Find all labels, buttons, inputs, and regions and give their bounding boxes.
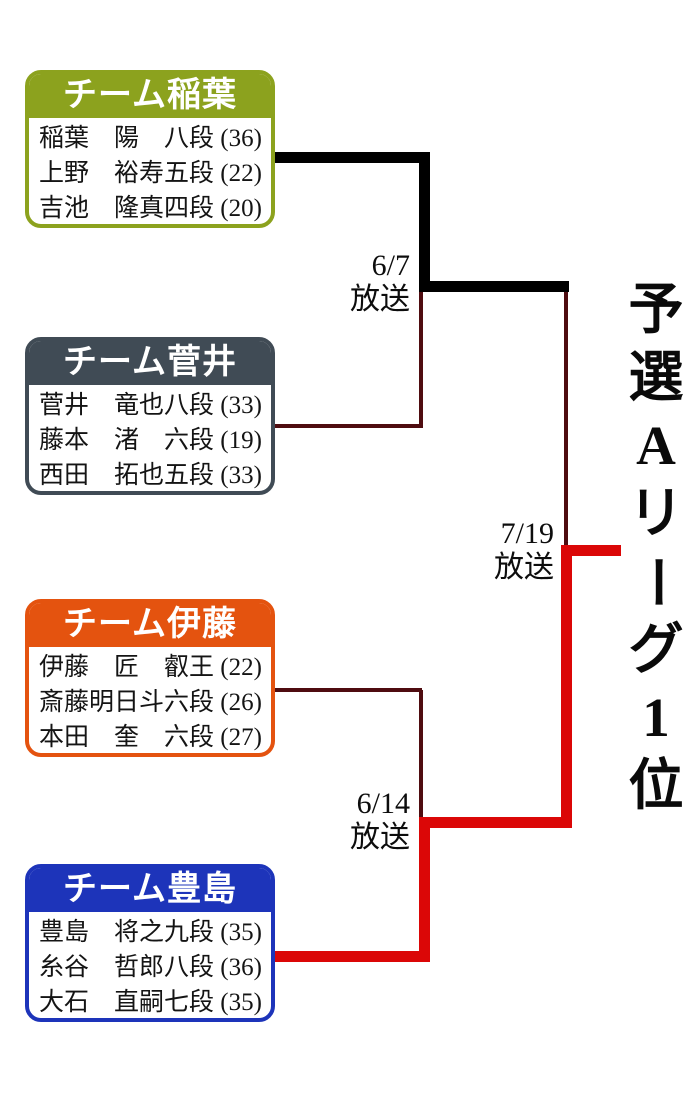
team-roster-sugai: 菅井 竜也八段 (33) 藤本 渚 六段 (19) 西田 拓也五段 (33) bbox=[29, 385, 271, 491]
match-note: 放送 bbox=[350, 821, 410, 854]
player-row: 西田 拓也五段 (33) bbox=[39, 462, 262, 489]
champion-title-char: A bbox=[636, 415, 676, 476]
team-name-ito: チーム伊藤 bbox=[29, 603, 271, 647]
bracket-line-final-feed-top bbox=[564, 286, 568, 552]
champion-title-char: 位 bbox=[628, 755, 684, 816]
team-box-inaba: チーム稲葉 稲葉 陽 八段 (36) 上野 裕寿五段 (22) 吉池 隆真四段 … bbox=[25, 70, 275, 228]
champion-title-char: 選 bbox=[628, 347, 684, 408]
player-row: 本田 奎 六段 (27) bbox=[39, 724, 262, 751]
champion-title-char: ー bbox=[626, 554, 687, 610]
winner-line-toyoshima-out bbox=[275, 951, 430, 962]
match-date: 6/7 bbox=[371, 249, 410, 282]
match-date: 6/14 bbox=[356, 787, 410, 820]
player-row: 大石 直嗣七段 (35) bbox=[39, 989, 262, 1016]
champion-title-char: 予 bbox=[628, 279, 684, 340]
winner-line-match1-advance bbox=[419, 281, 569, 292]
player-row: 菅井 竜也八段 (33) bbox=[39, 392, 262, 419]
team-name-sugai: チーム菅井 bbox=[29, 341, 271, 385]
match-label-semifinal-bottom: 6/14 放送 bbox=[350, 787, 410, 855]
team-roster-ito: 伊藤 匠 叡王 (22) 斎藤明日斗六段 (26) 本田 奎 六段 (27) bbox=[29, 647, 271, 753]
champion-title-char: グ bbox=[628, 619, 684, 680]
team-box-ito: チーム伊藤 伊藤 匠 叡王 (22) 斎藤明日斗六段 (26) 本田 奎 六段 … bbox=[25, 599, 275, 757]
winner-line-inaba-out bbox=[275, 152, 430, 163]
winner-line-final-up bbox=[561, 545, 572, 828]
bracket-line-sugai-out bbox=[275, 424, 422, 428]
match-note: 放送 bbox=[350, 283, 410, 316]
player-row: 上野 裕寿五段 (22) bbox=[39, 160, 262, 187]
team-roster-inaba: 稲葉 陽 八段 (36) 上野 裕寿五段 (22) 吉池 隆真四段 (20) bbox=[29, 118, 271, 224]
player-row: 豊島 将之九段 (35) bbox=[39, 919, 262, 946]
winner-line-match2-advance bbox=[419, 817, 572, 828]
champion-title-char: 1 bbox=[642, 687, 670, 748]
player-row: 藤本 渚 六段 (19) bbox=[39, 427, 262, 454]
team-roster-toyoshima: 豊島 将之九段 (35) 糸谷 哲郎八段 (36) 大石 直嗣七段 (35) bbox=[29, 912, 271, 1018]
team-box-sugai: チーム菅井 菅井 竜也八段 (33) 藤本 渚 六段 (19) 西田 拓也五段 … bbox=[25, 337, 275, 495]
player-row: 斎藤明日斗六段 (26) bbox=[39, 689, 262, 716]
team-box-toyoshima: チーム豊島 豊島 将之九段 (35) 糸谷 哲郎八段 (36) 大石 直嗣七段 … bbox=[25, 864, 275, 1022]
team-name-toyoshima: チーム豊島 bbox=[29, 868, 271, 912]
player-row: 吉池 隆真四段 (20) bbox=[39, 195, 262, 222]
bracket-line-sugai-up bbox=[419, 286, 423, 428]
match-label-final: 7/19 放送 bbox=[494, 517, 554, 585]
bracket-line-ito-down bbox=[419, 690, 423, 824]
team-name-inaba: チーム稲葉 bbox=[29, 74, 271, 118]
winner-line-inaba-down bbox=[419, 152, 430, 292]
winner-line-toyoshima-up bbox=[419, 817, 430, 962]
player-row: 糸谷 哲郎八段 (36) bbox=[39, 954, 262, 981]
match-note: 放送 bbox=[494, 551, 554, 584]
player-row: 伊藤 匠 叡王 (22) bbox=[39, 654, 262, 681]
champion-title-char: リ bbox=[628, 483, 684, 544]
player-row: 稲葉 陽 八段 (36) bbox=[39, 125, 262, 152]
match-date: 7/19 bbox=[500, 517, 554, 550]
match-label-semifinal-top: 6/7 放送 bbox=[350, 249, 410, 317]
winner-line-champion-stub bbox=[561, 545, 621, 556]
bracket-line-ito-out bbox=[275, 688, 422, 692]
